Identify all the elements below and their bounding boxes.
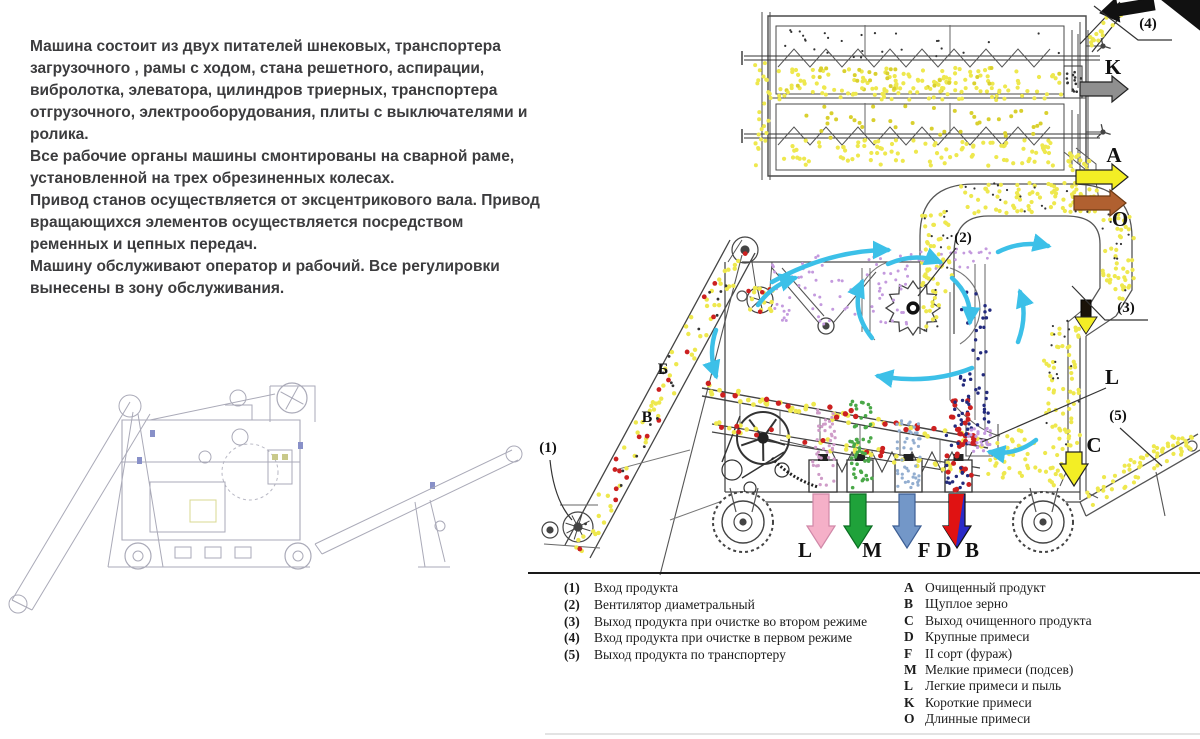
legend-key: (1) bbox=[564, 580, 580, 595]
description-text-block: Машина состоит из двух питателей шнековы… bbox=[30, 36, 544, 300]
legend-text: Вентилятор диаметральный bbox=[594, 596, 755, 612]
callout-leader-lines bbox=[549, 5, 1172, 521]
label-f: F bbox=[918, 538, 931, 562]
legend-item: (5) Выход продукта по транспортеру bbox=[564, 647, 894, 664]
legend-text: Выход продукта по транспортеру bbox=[594, 647, 786, 663]
legend-item: D Крупные примеси bbox=[904, 629, 1092, 645]
legend-text: Легкие примеси и пыль bbox=[925, 678, 1062, 694]
legend-numbered-list: (1) Вход продукта (2) Вентилятор диаметраль… bbox=[564, 580, 894, 728]
legend-item: L Легкие примеси и пыль bbox=[904, 678, 1092, 694]
legend-text: Вход продукта при очистке в первом режим… bbox=[594, 630, 853, 646]
bottom-divider bbox=[545, 733, 1200, 735]
legend-key: M bbox=[904, 662, 917, 678]
legend-text: II сорт (фураж) bbox=[925, 645, 1013, 661]
callout-3: (3) bbox=[1117, 300, 1135, 316]
diagram-labels: (1) (2) (3) (4) (5) K A O C L L M F D B … bbox=[539, 16, 1157, 562]
legend-text: Длинные примеси bbox=[925, 711, 1031, 727]
legend-key: F bbox=[904, 645, 913, 661]
legend-key: O bbox=[904, 711, 915, 727]
label-l-side: L bbox=[1105, 365, 1119, 389]
callout-2: (2) bbox=[954, 230, 972, 246]
label-l: L bbox=[798, 538, 812, 562]
outlet-flow-arrows bbox=[805, 0, 1200, 550]
label-section-v: В bbox=[642, 409, 653, 426]
legend-divider bbox=[528, 572, 1200, 574]
label-k: K bbox=[1105, 55, 1122, 79]
legend-key: (3) bbox=[564, 613, 580, 629]
legend-key: L bbox=[904, 678, 914, 694]
machine-side-view-sketch bbox=[8, 382, 523, 614]
legend-key: C bbox=[904, 612, 914, 628]
legend-text: Очищенный продукт bbox=[925, 580, 1046, 595]
label-a: A bbox=[1106, 143, 1122, 167]
label-o: O bbox=[1112, 207, 1128, 231]
callout-5: (5) bbox=[1109, 408, 1127, 424]
airflow-arrows bbox=[702, 233, 1052, 464]
legend-text: Щуплое зерно bbox=[925, 596, 1008, 612]
legend-key: B bbox=[904, 596, 914, 612]
intro-paragraph: Привод станов осуществляется от эксцентр… bbox=[30, 192, 540, 253]
label-section-b: Б bbox=[658, 361, 669, 378]
legend-key: (5) bbox=[564, 647, 580, 663]
legend-key: K bbox=[904, 694, 915, 710]
intro-paragraph: Машина состоит из двух питателей шнековы… bbox=[30, 38, 528, 143]
legend-item: (3) Выход продукта при очистке во втором … bbox=[564, 614, 894, 631]
legend-key: (2) bbox=[564, 596, 580, 612]
label-b: B bbox=[965, 538, 979, 562]
legend-item: (1) Вход продукта bbox=[564, 580, 894, 597]
callout-1: (1) bbox=[539, 440, 557, 456]
legend-text: Мелкие примеси (подсев) bbox=[925, 662, 1074, 678]
legend-text: Вход продукта bbox=[594, 580, 679, 595]
legend-key: D bbox=[904, 629, 914, 645]
legend-item: A Очищенный продукт bbox=[904, 580, 1092, 596]
label-d: D bbox=[936, 538, 951, 562]
legend-text: Выход продукта при очистке во втором реж… bbox=[594, 613, 868, 629]
callout-4: (4) bbox=[1139, 16, 1157, 32]
intro-paragraph: Машину обслуживают оператор и рабочий. В… bbox=[30, 258, 500, 297]
legend-item: M Мелкие примеси (подсев) bbox=[904, 662, 1092, 678]
legend-item: F II сорт (фураж) bbox=[904, 646, 1092, 662]
process-flow-diagram: (1) (2) (3) (4) (5) K A O C L L M F D B … bbox=[539, 0, 1200, 576]
legend-item: (2) Вентилятор диаметральный bbox=[564, 597, 894, 614]
label-c: C bbox=[1086, 433, 1101, 457]
label-m: M bbox=[862, 538, 882, 562]
legend-text: Короткие примеси bbox=[925, 694, 1032, 710]
legend-text: Выход очищенного продукта bbox=[925, 612, 1092, 628]
legend-item: C Выход очищенного продукта bbox=[904, 613, 1092, 629]
legend-item: (4) Вход продукта при очистке в первом ре… bbox=[564, 630, 894, 647]
intro-paragraph: Все рабочие органы машины смонтированы н… bbox=[30, 148, 515, 187]
legend-key: A bbox=[904, 580, 914, 595]
legend-text: Крупные примеси bbox=[925, 629, 1030, 645]
legend-item: K Короткие примеси bbox=[904, 695, 1092, 711]
legend: (1) Вход продукта (2) Вентилятор диаметраль… bbox=[528, 572, 1200, 728]
legend-item: B Щуплое зерно bbox=[904, 596, 1092, 612]
legend-item: O Длинные примеси bbox=[904, 711, 1092, 727]
legend-key: (4) bbox=[564, 630, 580, 646]
